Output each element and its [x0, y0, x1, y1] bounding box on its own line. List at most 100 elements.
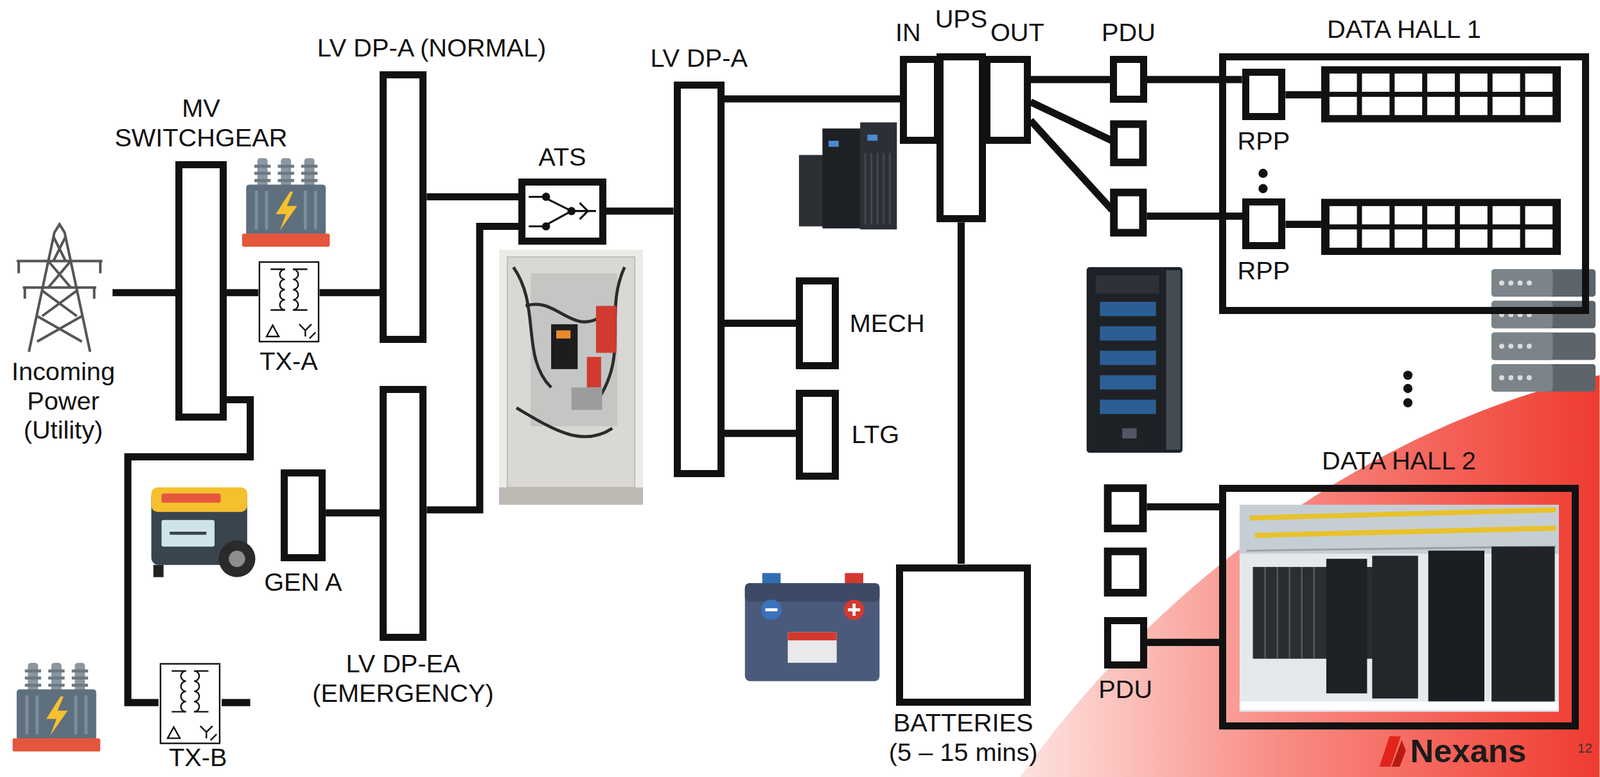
data-hall-photo	[1428, 550, 1485, 702]
power-feeder	[426, 226, 519, 510]
ats-photo	[530, 273, 618, 427]
server-stack-icon	[1517, 280, 1523, 286]
generator-icon	[153, 565, 164, 578]
ups-cabinet-photo	[867, 134, 878, 142]
power-feeder	[319, 289, 381, 297]
transformer: TX-A	[258, 261, 320, 343]
node-label: DATA HALL 2	[1321, 446, 1477, 476]
node-label: PDU	[1101, 17, 1156, 48]
continuation-dots	[1258, 184, 1268, 194]
server-stack-icon	[1499, 343, 1505, 349]
server-stack-icon	[1491, 300, 1553, 329]
generator-icon	[228, 550, 245, 567]
wire	[1146, 212, 1243, 220]
transmission-tower	[37, 236, 83, 342]
data-hall: RPPRPPDATA HALL 1	[1219, 53, 1589, 315]
brand-mark	[1379, 736, 1406, 767]
pdu-cabinet-photo	[1086, 267, 1183, 453]
rpp-box: RPP	[1242, 68, 1286, 120]
pdu-box: PDU	[1104, 617, 1148, 669]
server-stack-icon	[1491, 364, 1596, 392]
continuation-dots	[1403, 384, 1413, 394]
ats-photo	[587, 357, 602, 388]
rack-row	[1329, 206, 1554, 248]
rack-row	[1329, 73, 1554, 115]
node-label: RPP	[1237, 126, 1291, 157]
distribution-panel: LV DP-A	[673, 81, 725, 478]
node-label: TX-A	[259, 346, 318, 377]
ups-cabinet-photo	[799, 154, 824, 227]
generator-icon	[151, 487, 256, 578]
load-panel: LTG	[795, 389, 839, 480]
battery-icon	[765, 608, 778, 612]
generator-box: GEN A	[280, 469, 326, 562]
wire	[1285, 220, 1322, 229]
ups-cabinet-photo	[860, 122, 897, 230]
battery-icon	[761, 599, 782, 621]
server-stack-icon	[1517, 375, 1523, 381]
pdu-cabinet-photo	[1086, 267, 1183, 453]
server-stack-icon	[1517, 343, 1523, 349]
rack-row	[1321, 66, 1561, 255]
battery-icon	[787, 632, 837, 664]
data-hall-photo	[1326, 558, 1368, 694]
utility-source: Incoming Power (Utility)	[10, 224, 113, 354]
node-label: OUT	[990, 17, 1045, 48]
pdu-cabinet-photo	[1099, 375, 1156, 390]
illustration	[160, 664, 220, 744]
data-hall-photo	[1239, 701, 1559, 710]
ats-symbol	[542, 193, 550, 201]
ups-input: IN	[899, 55, 941, 144]
battery-bank: BATTERIES (5 – 15 mins)	[896, 564, 1031, 707]
power-feeder	[1146, 639, 1220, 647]
node-label: Incoming Power (Utility)	[1, 357, 125, 446]
power-feeder	[957, 222, 965, 564]
power-feeder	[127, 399, 251, 703]
server-stack-icon	[1499, 280, 1505, 286]
pdu-cabinet-photo	[1099, 399, 1156, 414]
ats-photo	[499, 487, 643, 505]
power-feeder	[1146, 75, 1242, 83]
ats-photo	[499, 249, 643, 505]
power-feeder	[226, 289, 259, 297]
data-hall-photo	[1249, 509, 1556, 536]
ats-photo	[507, 256, 635, 488]
ups-output: OUT	[983, 55, 1031, 144]
brand-mark	[1391, 740, 1406, 767]
power-feeder	[606, 207, 674, 215]
continuation-dots	[1403, 398, 1413, 408]
pdu-cabinet-photo	[1095, 275, 1159, 295]
ats-photo	[551, 324, 578, 370]
generator-icon	[161, 520, 215, 547]
server-stack-icon	[1508, 280, 1514, 286]
power-feeder	[724, 95, 900, 103]
server-stack-icon	[1491, 332, 1553, 361]
illustration	[12, 662, 101, 752]
rack-row	[1321, 66, 1561, 123]
transfer-switch: ATS	[518, 178, 607, 245]
page-number: 12	[1577, 740, 1593, 757]
power-feeder	[1030, 75, 1110, 83]
power-feeder	[724, 429, 796, 437]
data-hall-photo	[1265, 567, 1315, 660]
node-label: UPS	[935, 4, 988, 35]
server-stack-icon	[1491, 269, 1596, 392]
brand-logo: Nexans	[1410, 732, 1527, 771]
node-label: RPP	[1237, 256, 1291, 286]
data-hall-photo	[1491, 546, 1555, 704]
ups-cabinet-photo	[865, 152, 890, 225]
server-stack-icon	[1491, 269, 1553, 297]
data-hall-photo	[1371, 555, 1418, 699]
node-label: LTG	[851, 420, 900, 450]
node-label: LV DP-A (NORMAL)	[317, 33, 547, 63]
pdu-box	[1107, 123, 1144, 593]
server-stack-icon	[1491, 269, 1596, 297]
node-label: BATTERIES (5 – 15 mins)	[883, 708, 1044, 767]
node-label: GEN A	[263, 567, 342, 598]
node-label: LV DP-A	[650, 43, 748, 74]
power-feeder	[724, 319, 796, 327]
server-stack-icon	[1491, 300, 1596, 329]
